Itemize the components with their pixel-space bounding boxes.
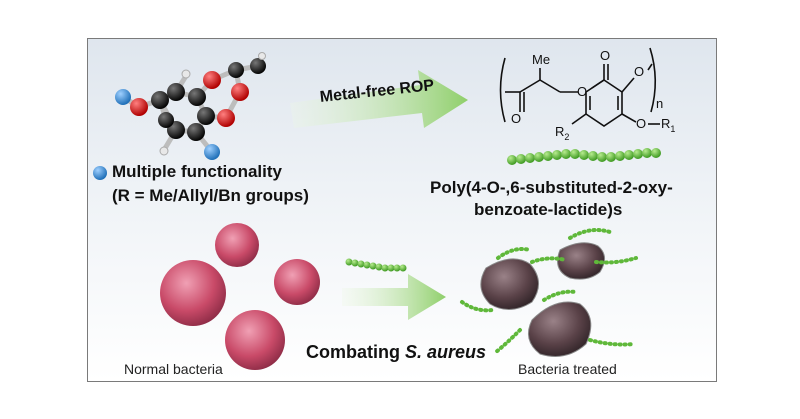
normal-bacterium	[160, 260, 226, 326]
r-groups-label: (R = Me/Allyl/Bn groups)	[112, 186, 309, 205]
carbonyl-oxygen-label: O	[600, 48, 610, 63]
polymer-name-line2: benzoate-lactide)s	[474, 200, 623, 219]
ester-oxygen-label: O	[577, 84, 587, 99]
repeat-n-label: n	[656, 96, 663, 111]
bacteria-treated-label: Bacteria treated	[518, 361, 617, 377]
polymer-bead-chain	[507, 148, 661, 165]
rop-arrow	[290, 70, 468, 128]
treated-bacteria-group	[460, 228, 638, 357]
normal-bacterium	[274, 259, 320, 305]
treatment-arrow	[342, 274, 446, 320]
normal-bacterium	[215, 223, 259, 267]
species-name: S. aureus	[405, 342, 487, 362]
lactide-carbonyl-oxygen-label: O	[511, 111, 521, 126]
polymer-strand-small	[345, 258, 407, 272]
functional-group-legend-icon	[93, 166, 107, 180]
ring-oxygen-label: O	[634, 64, 644, 79]
polymer-structure	[499, 47, 660, 127]
normal-bacteria-label: Normal bacteria	[124, 361, 223, 377]
r1-label: R1	[661, 116, 675, 134]
monomer-molecule	[115, 52, 266, 160]
treated-bacterium	[557, 242, 605, 280]
r2-label: R2	[555, 124, 569, 142]
treated-bacterium	[527, 301, 592, 357]
treated-bacterium	[480, 258, 539, 310]
methyl-label: Me	[532, 52, 550, 67]
combating-prefix: Combating	[306, 342, 405, 362]
normal-bacteria-group	[160, 223, 320, 370]
multiple-functionality-label: Multiple functionality	[112, 162, 282, 181]
polymer-structure-labels: Me O O O O O n R1 R2	[511, 48, 675, 142]
polymer-name-line1: Poly(4-O-,6-substituted-2-oxy-	[430, 178, 673, 197]
normal-bacterium	[225, 310, 285, 370]
combating-label: Combating S. aureus	[306, 342, 486, 363]
ether-oxygen-label: O	[636, 116, 646, 131]
